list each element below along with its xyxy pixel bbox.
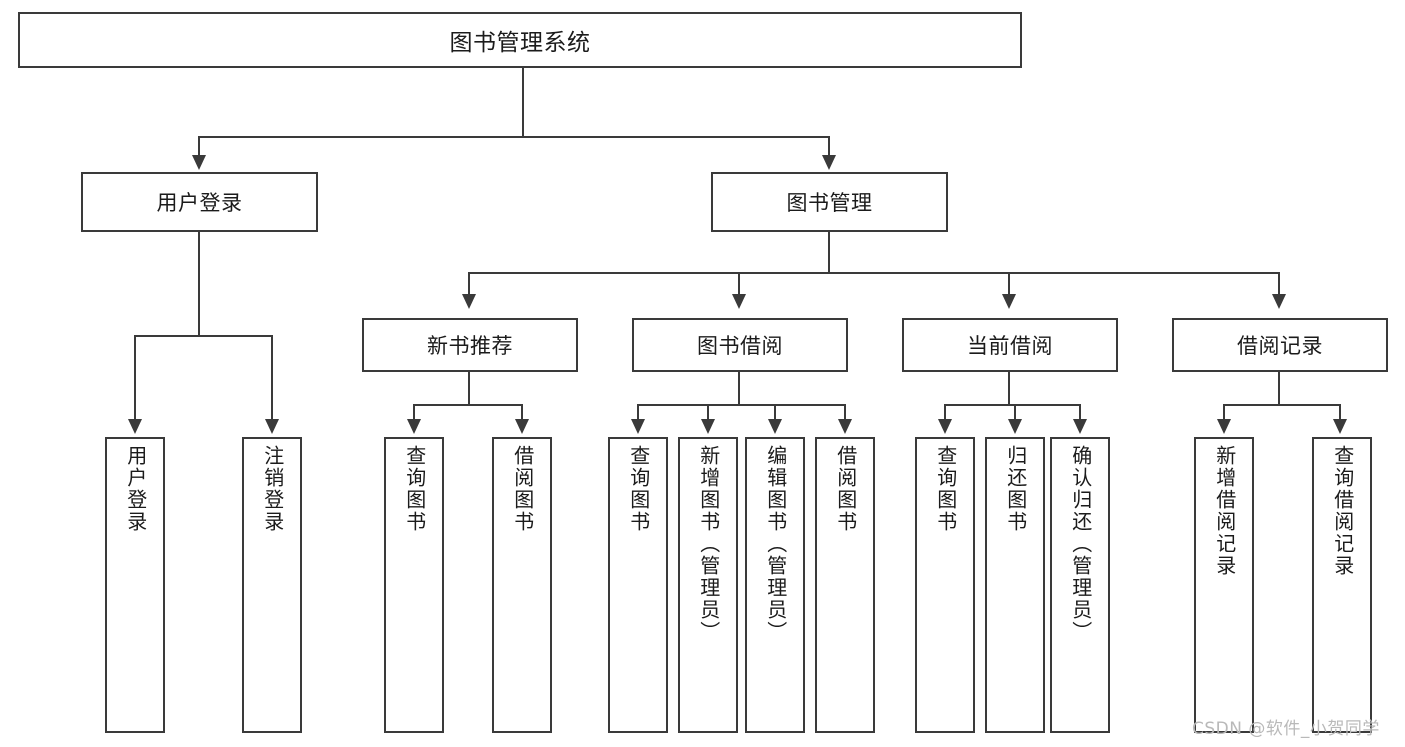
arrow-book-manage-child-4 xyxy=(1272,294,1286,309)
node-leaf-confirm-return-admin[interactable]: 确认归还（管理员） xyxy=(1050,437,1110,733)
connector-root-to-book-manage xyxy=(828,136,830,157)
connector-book-manage-child-1 xyxy=(468,272,470,296)
arrow-book-manage-child-1 xyxy=(462,294,476,309)
arrow-root-to-book-manage xyxy=(822,155,836,170)
node-leaf-edit-book-admin[interactable]: 编辑图书（管理员） xyxy=(745,437,805,733)
connector-book-manage-bus xyxy=(468,272,1280,274)
connector-book-manage-child-2 xyxy=(738,272,740,296)
connector-current-borrow-bus xyxy=(944,404,1080,406)
arrow-new-book-child-1 xyxy=(407,419,421,434)
leaf-label: 用户登录 xyxy=(123,445,148,533)
leaf-label: 注销登录 xyxy=(260,445,285,533)
leaf-label: 查询图书 xyxy=(626,445,651,533)
leaf-label: 借阅图书 xyxy=(510,445,535,533)
node-root-book-management-system[interactable]: 图书管理系统 xyxy=(18,12,1022,68)
arrow-current-borrow-child-3 xyxy=(1073,419,1087,434)
connector-user-login-stem xyxy=(198,232,200,335)
connector-new-book-stem xyxy=(468,372,470,404)
connector-book-manage-child-3 xyxy=(1008,272,1010,296)
node-leaf-add-book-admin[interactable]: 新增图书（管理员） xyxy=(678,437,738,733)
node-leaf-borrow-book-recommend[interactable]: 借阅图书 xyxy=(492,437,552,733)
leaf-label: 查询借阅记录 xyxy=(1330,445,1355,577)
connector-root-to-user-login xyxy=(198,136,200,157)
leaf-label: 编辑图书（管理员） xyxy=(763,445,788,643)
arrow-user-login-child-2 xyxy=(265,419,279,434)
node-current-borrow[interactable]: 当前借阅 xyxy=(902,318,1118,372)
node-leaf-query-book-borrow[interactable]: 查询图书 xyxy=(608,437,668,733)
node-leaf-borrow-book[interactable]: 借阅图书 xyxy=(815,437,875,733)
node-leaf-user-logout[interactable]: 注销登录 xyxy=(242,437,302,733)
connector-borrow-record-stem xyxy=(1278,372,1280,404)
leaf-label: 查询图书 xyxy=(933,445,958,533)
arrow-user-login-child-1 xyxy=(128,419,142,434)
leaf-label: 查询图书 xyxy=(402,445,427,533)
connector-user-login-child-1 xyxy=(134,335,136,421)
connector-new-book-child-2 xyxy=(521,404,523,421)
node-leaf-query-book-recommend[interactable]: 查询图书 xyxy=(384,437,444,733)
connector-book-borrow-child-1 xyxy=(637,404,639,421)
arrow-borrow-record-child-2 xyxy=(1333,419,1347,434)
connector-root-bus xyxy=(198,136,830,138)
connector-current-borrow-stem xyxy=(1008,372,1010,404)
connector-book-borrow-bus xyxy=(637,404,845,406)
node-leaf-user-login[interactable]: 用户登录 xyxy=(105,437,165,733)
arrow-book-borrow-child-3 xyxy=(768,419,782,434)
node-new-book-recommend[interactable]: 新书推荐 xyxy=(362,318,578,372)
arrow-book-borrow-child-2 xyxy=(701,419,715,434)
connector-current-borrow-child-3 xyxy=(1079,404,1081,421)
connector-book-manage-stem xyxy=(828,232,830,272)
leaf-label: 借阅图书 xyxy=(833,445,858,533)
connector-current-borrow-child-2 xyxy=(1014,404,1016,421)
connector-book-borrow-stem xyxy=(738,372,740,404)
node-leaf-return-book[interactable]: 归还图书 xyxy=(985,437,1045,733)
connector-book-borrow-child-4 xyxy=(844,404,846,421)
arrow-new-book-child-2 xyxy=(515,419,529,434)
connector-user-login-bus xyxy=(134,335,272,337)
node-book-borrow[interactable]: 图书借阅 xyxy=(632,318,848,372)
leaf-label: 归还图书 xyxy=(1003,445,1028,533)
connector-root-stem xyxy=(522,68,524,136)
arrow-current-borrow-child-2 xyxy=(1008,419,1022,434)
node-leaf-query-borrow-record[interactable]: 查询借阅记录 xyxy=(1312,437,1372,733)
node-leaf-query-book-current[interactable]: 查询图书 xyxy=(915,437,975,733)
connector-borrow-record-bus xyxy=(1223,404,1341,406)
leaf-label: 新增借阅记录 xyxy=(1212,445,1237,577)
node-leaf-add-borrow-record[interactable]: 新增借阅记录 xyxy=(1194,437,1254,733)
connector-borrow-record-child-1 xyxy=(1223,404,1225,421)
arrow-book-borrow-child-1 xyxy=(631,419,645,434)
connector-new-book-child-1 xyxy=(413,404,415,421)
connector-book-borrow-child-2 xyxy=(707,404,709,421)
node-user-login[interactable]: 用户登录 xyxy=(81,172,318,232)
arrow-borrow-record-child-1 xyxy=(1217,419,1231,434)
connector-book-manage-child-4 xyxy=(1278,272,1280,296)
node-borrow-record[interactable]: 借阅记录 xyxy=(1172,318,1388,372)
leaf-label: 新增图书（管理员） xyxy=(696,445,721,643)
arrow-book-manage-child-3 xyxy=(1002,294,1016,309)
leaf-label: 确认归还（管理员） xyxy=(1068,445,1093,643)
arrow-book-borrow-child-4 xyxy=(838,419,852,434)
arrow-root-to-user-login xyxy=(192,155,206,170)
node-book-management[interactable]: 图书管理 xyxy=(711,172,948,232)
connector-new-book-bus xyxy=(413,404,523,406)
arrow-book-manage-child-2 xyxy=(732,294,746,309)
connector-current-borrow-child-1 xyxy=(944,404,946,421)
arrow-current-borrow-child-1 xyxy=(938,419,952,434)
connector-user-login-child-2 xyxy=(271,335,273,421)
connector-borrow-record-child-2 xyxy=(1339,404,1341,421)
connector-book-borrow-child-3 xyxy=(774,404,776,421)
